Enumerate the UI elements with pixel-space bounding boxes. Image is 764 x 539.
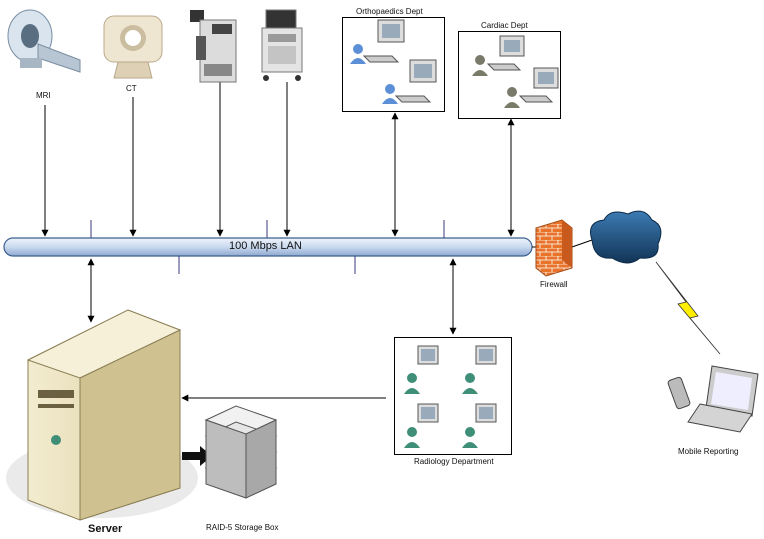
firewall-icon [535,219,573,277]
server-icon [6,309,198,521]
storage-label: RAID-5 Storage Box [206,523,279,532]
radiology-dept-box [394,337,512,455]
raid-storage-icon [204,405,278,499]
ct-icon [103,15,163,79]
ct-label: CT [126,84,137,93]
internet-cloud-icon [590,210,662,264]
ultrasound-machine-2-icon [261,9,303,81]
device-connection-arrows [41,82,515,402]
radiology-workstations [404,345,497,448]
mri-icon [7,9,81,73]
orthopaedics-dept-box [342,17,445,112]
ultrasound-machine-1-icon [190,10,237,83]
server-storage-arrow [182,446,212,466]
wireless-lightning-icon [655,261,721,355]
firewall-cloud-link [571,239,593,248]
lan-ticks [90,220,445,274]
mri-label: MRI [36,91,51,100]
server-label: Server [88,523,123,535]
mobile-reporting-label: Mobile Reporting [678,447,739,456]
cardiac-dept-label: Cardiac Dept [481,21,528,30]
cardiac-dept-box [458,31,561,119]
firewall-label: Firewall [540,280,568,289]
lan-label: 100 Mbps LAN [229,240,302,252]
orthopaedics-dept-label: Orthopaedics Dept [356,7,423,16]
orthopaedics-workstations [350,19,437,104]
radiology-dept-label: Radiology Department [414,457,494,466]
cardiac-workstations [472,35,559,108]
mobile-reporting-icon [667,365,759,433]
